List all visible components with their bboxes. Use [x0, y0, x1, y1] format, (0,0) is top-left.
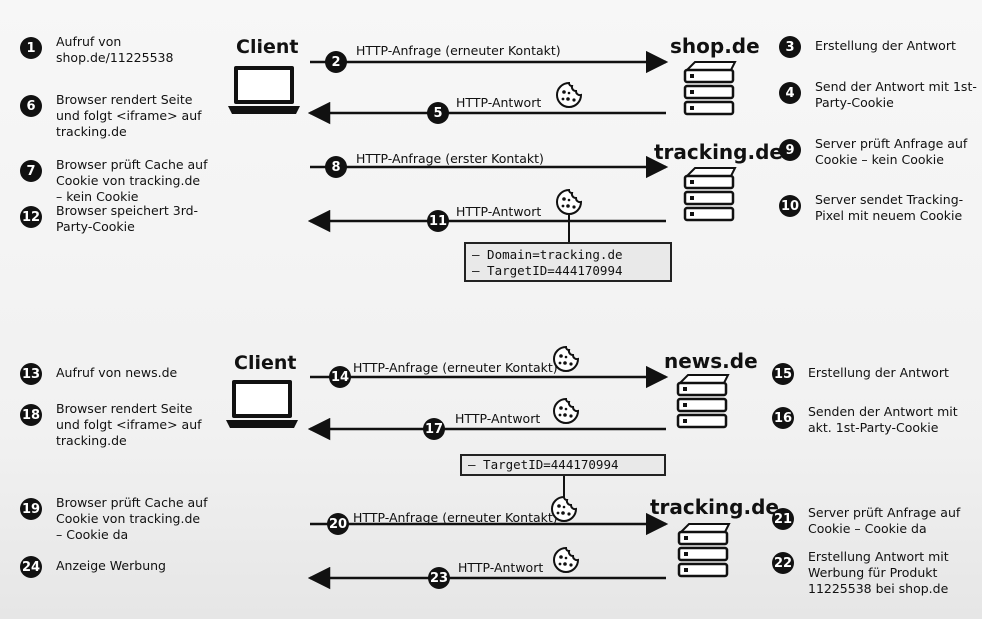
client-label-top: Client — [236, 36, 299, 58]
step-text: Browser prüft Cache auf Cookie von track… — [56, 495, 208, 542]
step-18: 18 Browser rendert Seite und folgt <ifram… — [20, 401, 202, 449]
message-label-17: HTTP-Antwort — [455, 411, 541, 426]
message-badge-11: 11 — [427, 210, 449, 232]
step-13: 13 Aufruf von news.de — [20, 363, 177, 385]
step-12: 12 Browser speichert 3rd- Party-Cookie — [20, 203, 199, 235]
message-label-20: HTTP-Anfrage (erneuter Kontakt) — [353, 510, 558, 525]
message-label-2: HTTP-Anfrage (erneuter Kontakt) — [356, 43, 561, 58]
cookie-target-id: – TargetID=444170994 — [468, 457, 619, 472]
cookie-data-box-bottom: – TargetID=444170994 — [460, 454, 666, 476]
message-label-14: HTTP-Anfrage (erneuter Kontakt) — [353, 360, 558, 375]
server-label-news: news.de — [664, 349, 758, 373]
client-label-bottom: Client — [234, 352, 297, 374]
step-text: Browser prüft Cache auf Cookie von track… — [56, 157, 208, 204]
server-label-tracking-top: tracking.de — [654, 140, 783, 164]
message-label-23: HTTP-Antwort — [458, 560, 544, 575]
step-badge: 24 — [20, 556, 42, 578]
step-badge: 9 — [779, 139, 801, 161]
step-badge: 4 — [779, 82, 801, 104]
cookie-icon — [556, 81, 583, 108]
laptop-icon — [228, 66, 300, 114]
cookie-target-id: – TargetID=444170994 — [472, 263, 623, 278]
step-text: Erstellung der Antwort — [808, 365, 949, 380]
cookie-icon — [553, 546, 580, 573]
step-16: 16 Senden der Antwort mit akt. 1st-Party-… — [772, 404, 958, 436]
step-text: Browser rendert Seite und folgt <iframe>… — [56, 401, 202, 448]
step-text: Erstellung der Antwort — [815, 38, 956, 53]
cookie-icon — [553, 345, 580, 372]
message-badge-20: 20 — [327, 513, 349, 535]
step-22: 22 Erstellung Antwort mit Werbung für Pro… — [772, 549, 949, 597]
step-text: Browser rendert Seite und folgt <iframe>… — [56, 92, 202, 139]
step-badge: 3 — [779, 36, 801, 58]
server-stack-icon — [683, 167, 737, 222]
message-label-11: HTTP-Antwort — [456, 204, 542, 219]
step-badge: 12 — [20, 206, 42, 228]
step-7: 7 Browser prüft Cache auf Cookie von trac… — [20, 157, 208, 205]
step-text: Browser speichert 3rd- Party-Cookie — [56, 203, 199, 234]
step-4: 4 Send der Antwort mit 1st- Party-Cookie — [779, 79, 977, 111]
step-19: 19 Browser prüft Cache auf Cookie von tra… — [20, 495, 208, 543]
cookie-icon — [553, 397, 580, 424]
message-badge-14: 14 — [329, 366, 351, 388]
step-badge: 18 — [20, 404, 42, 426]
step-badge: 22 — [772, 552, 794, 574]
step-badge: 6 — [20, 95, 42, 117]
step-badge: 10 — [779, 195, 801, 217]
step-3: 3 Erstellung der Antwort — [779, 36, 956, 58]
step-9: 9 Server prüft Anfrage auf Cookie – kein … — [779, 136, 968, 168]
message-badge-8: 8 — [325, 156, 347, 178]
step-15: 15 Erstellung der Antwort — [772, 363, 949, 385]
step-text: Server prüft Anfrage auf Cookie – Cookie… — [808, 505, 961, 536]
server-label-shop: shop.de — [670, 34, 760, 58]
cookie-data-box-top: – Domain=tracking.de – TargetID=44417099… — [464, 242, 672, 282]
step-21: 21 Server prüft Anfrage auf Cookie – Cook… — [772, 505, 961, 537]
step-1: 1 Aufruf von shop.de/11225538 — [20, 34, 174, 66]
cookie-icon — [556, 188, 583, 215]
step-text: Aufruf von shop.de/11225538 — [56, 34, 174, 65]
message-badge-2: 2 — [325, 51, 347, 73]
laptop-icon — [226, 380, 298, 428]
step-text: Server sendet Tracking- Pixel mit neuem … — [815, 192, 964, 223]
message-badge-17: 17 — [423, 418, 445, 440]
message-badge-23: 23 — [428, 567, 450, 589]
step-10: 10 Server sendet Tracking- Pixel mit neue… — [779, 192, 964, 224]
step-text: Erstellung Antwort mit Werbung für Produ… — [808, 549, 949, 596]
message-label-8: HTTP-Anfrage (erster Kontakt) — [356, 151, 544, 166]
step-badge: 13 — [20, 363, 42, 385]
step-badge: 19 — [20, 498, 42, 520]
server-stack-icon — [683, 61, 737, 116]
cookie-icon — [551, 495, 578, 522]
step-24: 24 Anzeige Werbung — [20, 556, 166, 578]
step-text: Aufruf von news.de — [56, 365, 178, 380]
server-label-tracking-bottom: tracking.de — [650, 495, 779, 519]
step-text: Server prüft Anfrage auf Cookie – kein C… — [815, 136, 968, 167]
step-6: 6 Browser rendert Seite und folgt <iframe… — [20, 92, 202, 140]
step-text: Anzeige Werbung — [56, 558, 166, 573]
step-badge: 16 — [772, 407, 794, 429]
server-stack-icon — [676, 374, 730, 429]
server-stack-icon — [677, 523, 731, 578]
message-badge-5: 5 — [427, 102, 449, 124]
step-text: Senden der Antwort mit akt. 1st-Party-Co… — [808, 404, 958, 435]
message-label-5: HTTP-Antwort — [456, 95, 542, 110]
step-badge: 21 — [772, 508, 794, 530]
step-badge: 7 — [20, 160, 42, 182]
step-text: Send der Antwort mit 1st- Party-Cookie — [815, 79, 977, 110]
step-badge: 15 — [772, 363, 794, 385]
step-badge: 1 — [20, 37, 42, 59]
cookie-domain: – Domain=tracking.de — [472, 247, 623, 262]
